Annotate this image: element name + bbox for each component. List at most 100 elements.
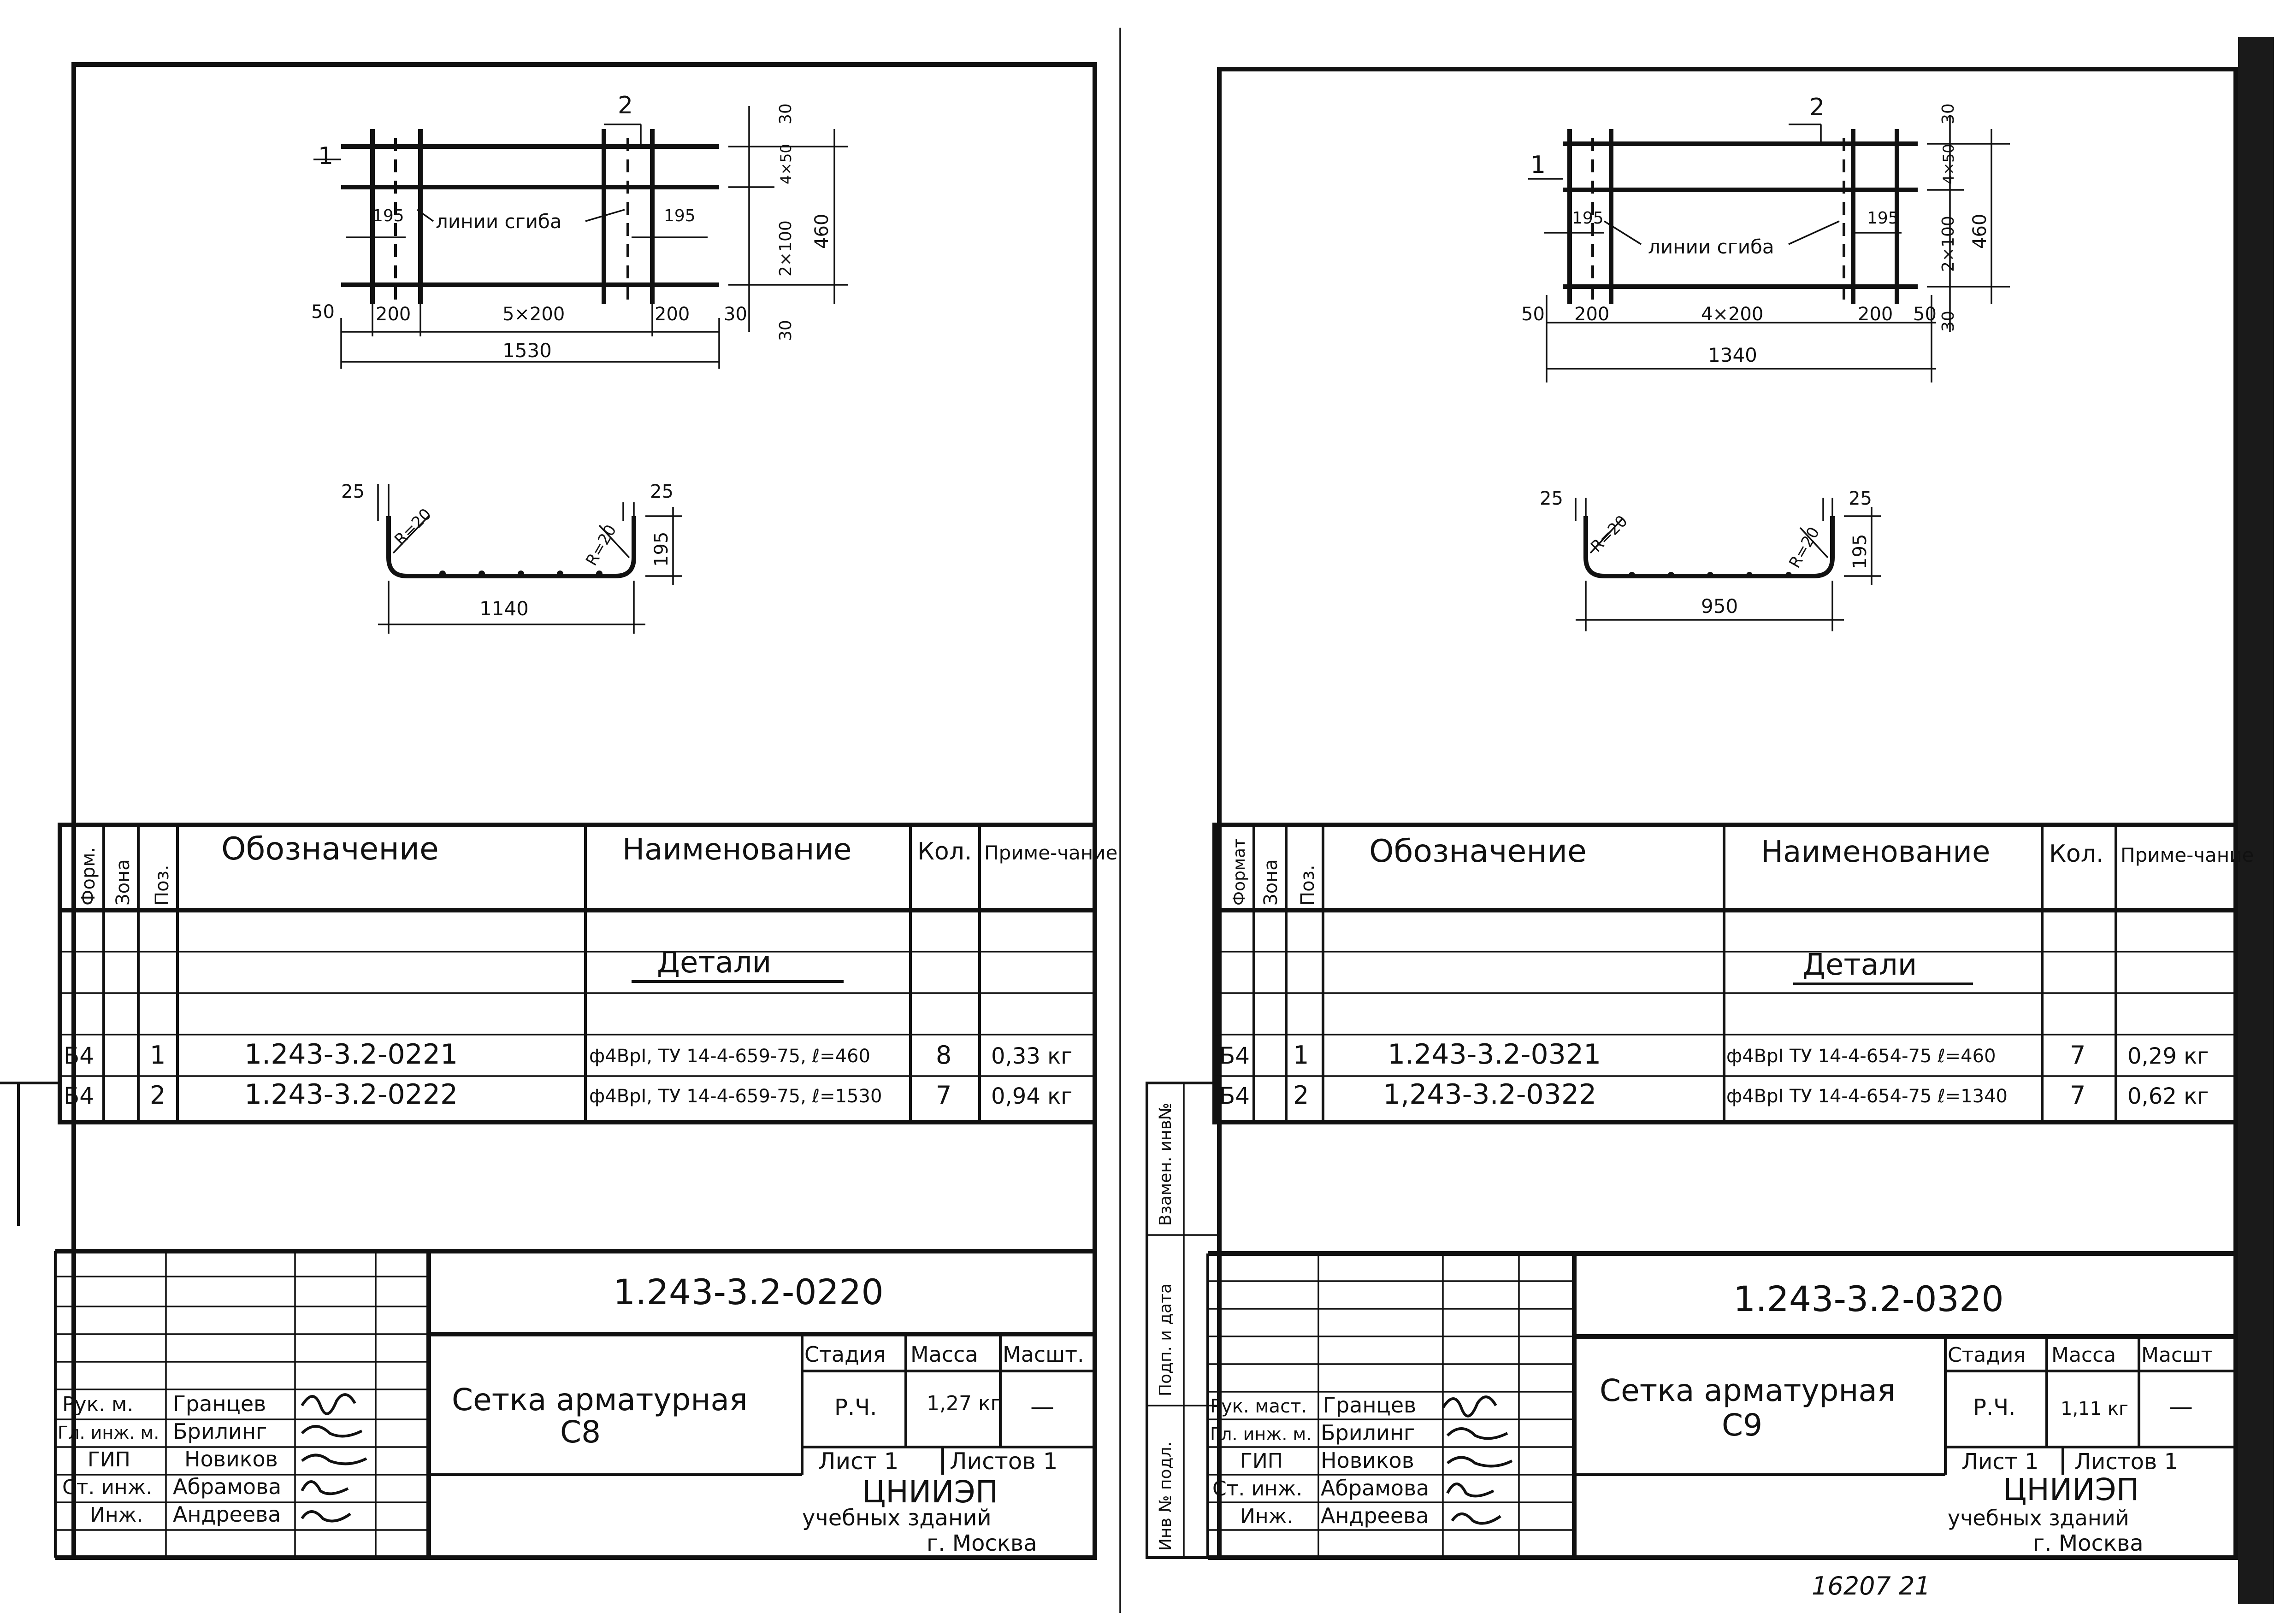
signature-mark	[301, 1393, 356, 1415]
sheet-count: Листов 1	[950, 1448, 1057, 1475]
dim-top-gap: 4×50	[1940, 144, 1957, 184]
cell-name: ф4ВрI, ТУ 14-4-659-75, ℓ=460	[589, 1046, 870, 1067]
table-row: Б4 2 1.243-3.2-0222 ф4ВрI, ТУ 14-4-659-7…	[64, 1078, 1072, 1111]
bend-lines-label: линии сгиба	[1648, 235, 1774, 258]
signature-mark	[301, 1425, 363, 1438]
dim-middle: 5×200	[502, 304, 565, 325]
signatures: Рук. маст. Гранцев Гл. инж. м. Брилинг Г…	[1210, 1393, 1513, 1528]
cell-format: Б4	[64, 1083, 94, 1109]
dim-top-over: 30	[776, 103, 795, 124]
doc-name-line2: С8	[560, 1414, 601, 1450]
radius-left: R=20	[1587, 512, 1631, 556]
signature-mark	[1447, 1456, 1513, 1468]
plan-pos2: 2	[618, 92, 633, 119]
person-name: Гранцев	[1323, 1393, 1416, 1418]
th-designation: Обозначение	[1369, 833, 1587, 870]
signature-mark	[1451, 1512, 1501, 1525]
dim-bottom-over: 30	[776, 320, 795, 341]
org-subtitle: учебных зданий	[802, 1505, 992, 1531]
dim-width: 1140	[479, 597, 529, 620]
table-row: Б4 1 1.243-3.2-0321 ф4ВрI ТУ 14-4-654-75…	[1219, 1038, 2209, 1071]
table-row: Б4 1 1.243-3.2-0221 ф4ВрI, ТУ 14-4-659-7…	[64, 1038, 1072, 1071]
dim-bend-right: 195	[664, 206, 696, 225]
th-name: Наименование	[622, 833, 851, 867]
sheet-c9: Взамен. инв№ Подп. и дата Инв № подл.	[1146, 67, 2254, 1600]
cell-name: ф4ВрI ТУ 14-4-654-75 ℓ=460	[1726, 1046, 1996, 1067]
plan-pos2: 2	[1809, 94, 1825, 121]
role: ГИП	[88, 1448, 130, 1471]
stage-value: Р.Ч.	[834, 1395, 877, 1420]
mass-header: Масса	[910, 1342, 978, 1367]
section-title: Детали	[1802, 948, 1917, 982]
person-name: Брилинг	[1321, 1420, 1415, 1445]
doc-name-line1: Сетка арматурная	[1600, 1373, 1896, 1408]
role: Гл. инж. м.	[58, 1423, 159, 1443]
dim-end-left: 50	[311, 301, 335, 323]
doc-name-line2: С9	[1722, 1407, 1762, 1443]
mesh-section	[377, 484, 682, 634]
dim-end-left: 50	[1521, 304, 1545, 325]
cell-note: 0,33 кг	[991, 1043, 1072, 1069]
mesh-section	[1575, 498, 1881, 631]
scale-header: Масшт	[2141, 1343, 2213, 1367]
doc-name-line1: Сетка арматурная	[452, 1382, 748, 1418]
dim-top-right: 25	[650, 481, 673, 502]
role: Ст. инж.	[62, 1476, 152, 1499]
person-name: Абрамова	[1321, 1476, 1429, 1500]
signature-mark	[1446, 1483, 1495, 1498]
dim-edge-left: 200	[1574, 304, 1609, 325]
cell-designation: 1.243-3.2-0321	[1388, 1038, 1601, 1071]
th-qty: Кол.	[917, 838, 972, 865]
dim-height: 460	[1969, 214, 1991, 249]
cell-pos: 2	[1293, 1081, 1309, 1110]
stamp-inventory: Инв № подл.	[1156, 1442, 1175, 1551]
dim-middle: 4×200	[1701, 304, 1763, 325]
org-subtitle: учебных зданий	[1948, 1506, 2129, 1530]
org-name: ЦНИИЭП	[862, 1474, 998, 1510]
signature-mark	[301, 1480, 349, 1495]
th-zone: Зона	[112, 859, 134, 906]
cell-name: ф4ВрI ТУ 14-4-654-75 ℓ=1340	[1726, 1086, 2008, 1107]
th-format: Форм.	[78, 847, 99, 906]
th-designation: Обозначение	[221, 831, 439, 867]
signature-mark	[1441, 1395, 1497, 1418]
th-zone: Зона	[1260, 859, 1282, 906]
person-name: Гранцев	[173, 1391, 266, 1416]
spec-table	[1212, 823, 2238, 1124]
scale-value: —	[1030, 1393, 1054, 1421]
sheet-c8: 1 2 линии сгиба 195 195 50 200 5×200 200…	[54, 62, 1117, 1560]
th-note: Приме-чание	[984, 841, 1117, 864]
plan-pos1: 1	[318, 142, 333, 170]
dim-width: 950	[1701, 595, 1738, 618]
cell-note: 0,29 кг	[2127, 1043, 2209, 1069]
dim-bend-left: 195	[1572, 209, 1604, 228]
org-name: ЦНИИЭП	[2003, 1472, 2139, 1507]
dim-top-over: 30	[1939, 103, 1958, 124]
bend-lines-label: линии сгиба	[436, 210, 562, 233]
person-name: Новиков	[184, 1447, 278, 1471]
cell-format: Б4	[1219, 1042, 1250, 1069]
cell-note: 0,62 кг	[2127, 1083, 2209, 1109]
archive-number: 16207 21	[1812, 1571, 1931, 1600]
th-pos: Поз.	[1297, 865, 1318, 906]
role: Ст. инж.	[1212, 1477, 1302, 1500]
stage-value: Р.Ч.	[1973, 1395, 2015, 1420]
table-row: Б4 2 1,243-3.2-0322 ф4ВрI ТУ 14-4-654-75…	[1219, 1078, 2209, 1111]
stage-header: Стадия	[1948, 1343, 2026, 1367]
dim-end-right: 30	[724, 304, 747, 325]
stamp-signature-date: Подп. и дата	[1156, 1283, 1175, 1396]
sheet-count: Листов 1	[2074, 1449, 2178, 1475]
sheet-number: Лист 1	[818, 1448, 898, 1475]
dim-total: 1530	[502, 339, 552, 362]
stage-header: Стадия	[804, 1342, 886, 1367]
scale-value: —	[2169, 1393, 2193, 1421]
dim-top-left: 25	[341, 481, 365, 502]
cell-format: Б4	[1219, 1083, 1250, 1109]
scan-edge-shadow	[2238, 37, 2274, 1604]
person-name: Абрамова	[173, 1474, 281, 1499]
role: Рук. маст.	[1210, 1396, 1307, 1417]
cell-format: Б4	[64, 1042, 94, 1069]
th-name: Наименование	[1761, 835, 1990, 869]
dim-edge-right: 200	[655, 304, 690, 325]
